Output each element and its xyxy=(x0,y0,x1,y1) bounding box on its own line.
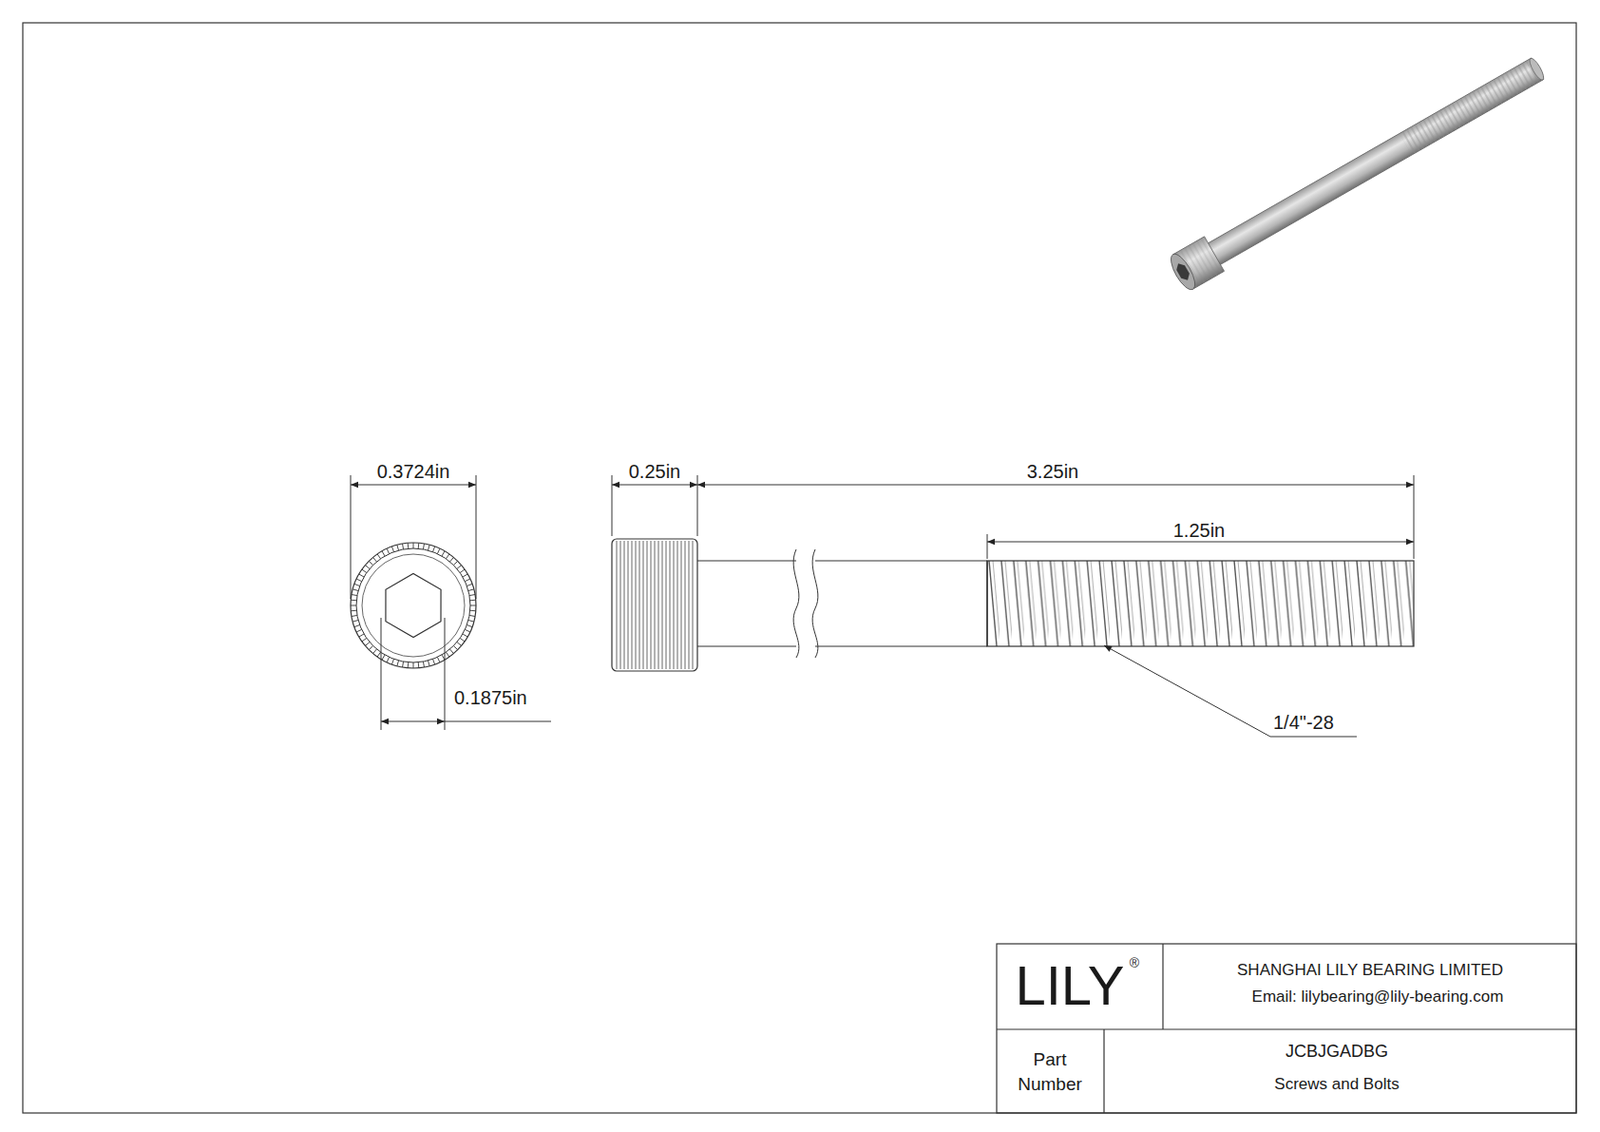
knurl-tick xyxy=(381,654,385,660)
knurl-tick xyxy=(407,662,410,668)
knurl-tick xyxy=(359,633,364,637)
knurl-tick xyxy=(453,645,458,649)
knurl-tick xyxy=(437,656,440,662)
dimension-label: 0.3724in xyxy=(374,460,454,482)
knurl-tick xyxy=(470,609,477,612)
knurl-tick xyxy=(356,628,362,632)
registered-mark: ® xyxy=(1129,955,1140,971)
knurl-tick xyxy=(402,661,404,667)
knurl-tick xyxy=(462,633,468,637)
knurl-tick xyxy=(352,589,359,591)
knurl-tick xyxy=(356,578,362,582)
knurl-tick xyxy=(364,565,370,570)
knurl-tick xyxy=(433,546,436,553)
knurl-tick xyxy=(386,656,390,662)
knurl-tick xyxy=(361,569,367,573)
company-name: SHANGHAI LILY BEARING LIMITED xyxy=(1237,961,1504,980)
side-view-dimensions xyxy=(611,475,1414,737)
title-block xyxy=(996,943,1577,1113)
knurl-tick xyxy=(464,578,470,582)
knurl-tick xyxy=(368,560,373,565)
knurl-tick xyxy=(359,573,364,577)
knurl-tick xyxy=(433,658,436,665)
dimension-label: 0.1875in xyxy=(454,686,528,708)
knurl-tick xyxy=(413,662,415,668)
knurl-tick xyxy=(373,648,378,654)
knurl-tick xyxy=(361,637,367,642)
knurl-tick xyxy=(450,556,455,562)
end-view-dimensions xyxy=(350,475,552,730)
knurl-tick xyxy=(459,637,465,642)
knurl-tick xyxy=(459,569,465,573)
knurl-tick xyxy=(391,658,394,665)
knurl-tick xyxy=(441,551,445,556)
knurl-tick xyxy=(377,553,381,559)
knurl-tick xyxy=(368,645,373,649)
knurl-tick xyxy=(466,583,473,586)
knurl-tick xyxy=(397,544,400,551)
knurl-tick xyxy=(457,642,462,647)
company-email: Email: lilybearing@lily-bearing.com xyxy=(1252,988,1505,1007)
knurl-tick xyxy=(386,548,390,553)
dimension-label: 0.25in xyxy=(626,460,685,482)
knurl-tick xyxy=(466,625,473,628)
knurl-tick xyxy=(402,543,404,550)
company-logo: LILY xyxy=(1014,954,1124,1016)
knurl-tick xyxy=(352,620,359,623)
knurl-tick xyxy=(397,660,400,667)
knurl-tick xyxy=(350,609,357,612)
knurl-tick xyxy=(437,548,440,553)
screw-illustration xyxy=(1166,50,1551,294)
knurl-tick xyxy=(354,625,361,628)
knurl-tick xyxy=(445,651,450,657)
knurl-tick xyxy=(418,662,420,668)
knurl-tick xyxy=(377,651,381,657)
knurl-tick xyxy=(350,599,357,602)
knurl-tick xyxy=(407,542,410,549)
knurl-tick xyxy=(364,642,370,647)
part-number-heading: Part Number xyxy=(1016,1047,1084,1096)
knurl-tick xyxy=(464,628,470,632)
knurl-tick xyxy=(354,583,361,586)
end-view xyxy=(350,542,477,668)
sheet-border xyxy=(22,22,1577,1113)
knurl-tick xyxy=(391,546,394,553)
dimension-label: 1.25in xyxy=(1170,519,1229,541)
knurl-tick xyxy=(351,614,358,616)
dimension-label: 3.25in xyxy=(1024,460,1083,482)
knurl-tick xyxy=(457,565,462,570)
thread-callout: 1/4"-28 xyxy=(1273,711,1334,733)
part-description: Screws and Bolts xyxy=(1274,1075,1399,1094)
knurl-tick xyxy=(413,542,415,549)
knurl-tick xyxy=(351,594,358,596)
knurl-tick xyxy=(381,551,385,556)
knurl-tick xyxy=(373,556,378,562)
knurl-tick xyxy=(350,605,357,607)
knurl-tick xyxy=(470,599,477,602)
knurl-tick xyxy=(453,560,458,565)
part-number: JCBJGADBG xyxy=(1285,1042,1389,1062)
knurl-tick xyxy=(470,605,477,607)
side-view xyxy=(611,538,1414,671)
knurl-tick xyxy=(469,594,476,596)
knurl-tick xyxy=(445,553,450,559)
knurl-tick xyxy=(450,648,455,654)
knurl-tick xyxy=(468,589,475,591)
knurl-tick xyxy=(428,660,431,667)
knurl-tick xyxy=(422,543,424,550)
knurl-tick xyxy=(469,614,476,616)
knurl-tick xyxy=(462,573,468,577)
knurl-tick xyxy=(418,542,420,549)
knurl-tick xyxy=(468,620,475,623)
knurl-tick xyxy=(428,544,431,551)
knurl-tick xyxy=(422,661,424,667)
